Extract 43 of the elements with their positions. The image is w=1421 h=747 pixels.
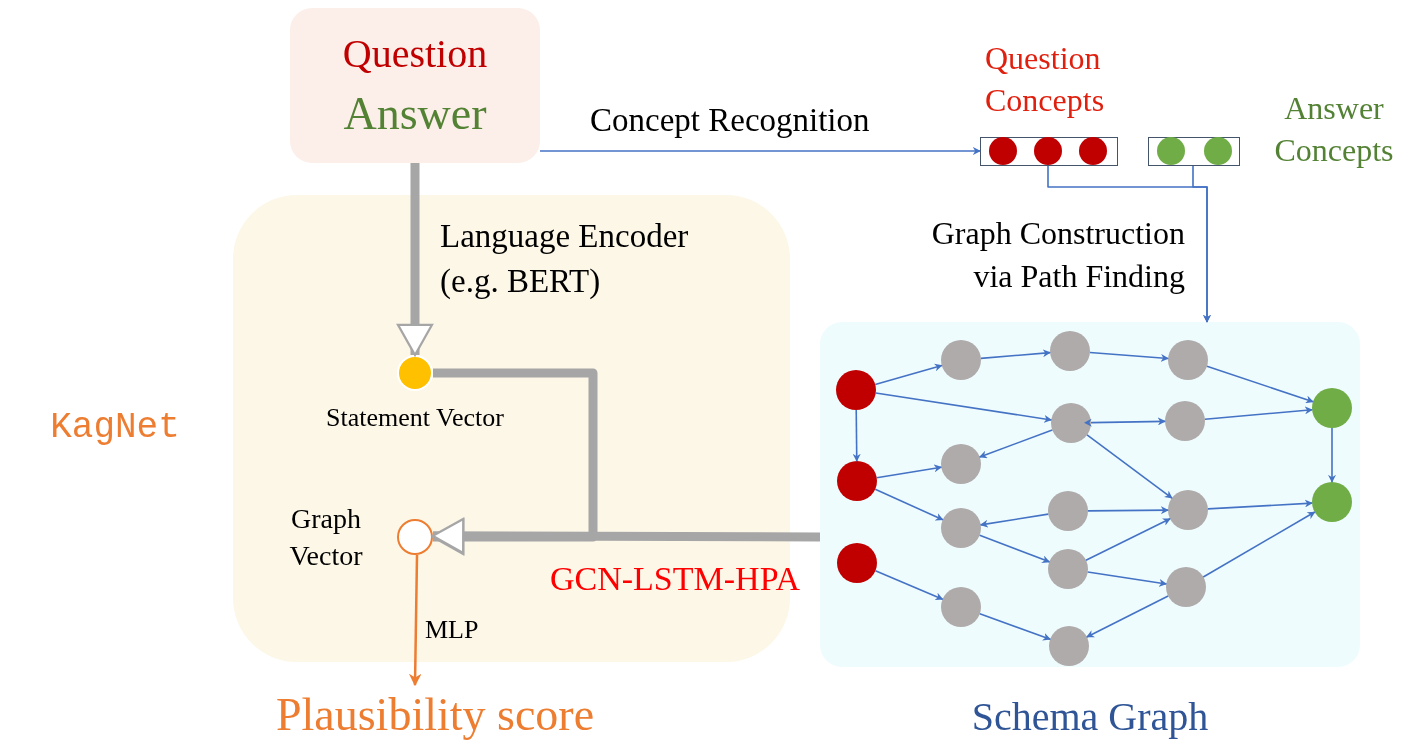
edge-label: MLP: [425, 614, 480, 646]
arrow: [852, 409, 861, 462]
node-label: Plausibility score: [275, 688, 595, 743]
arrow: [408, 554, 422, 687]
edge-label: Language Encoder (e.g. BERT): [440, 217, 690, 301]
arrow: [1089, 351, 1169, 362]
node-label: Schema Graph: [971, 693, 1209, 741]
arrow: [1087, 506, 1169, 515]
arrow: [978, 534, 1051, 563]
arrow: [1192, 165, 1211, 323]
arrow: [1328, 427, 1336, 483]
arrow: [980, 349, 1051, 360]
edge-label: Graph Construction via Path Finding: [930, 214, 1185, 297]
node-label: Graph Vector: [288, 502, 364, 573]
arrow: [1083, 417, 1166, 427]
arrow: [979, 513, 1050, 528]
arrow: [1206, 365, 1314, 404]
arrow: [1085, 518, 1171, 561]
edge-label: Concept Recognition: [590, 101, 871, 140]
arrow: [1207, 499, 1313, 510]
node-label: Question: [342, 29, 488, 78]
arrow: [875, 464, 943, 479]
arrow: [1086, 434, 1173, 499]
arrow: [979, 613, 1051, 641]
arrow: [539, 147, 981, 155]
arrow: [1204, 406, 1313, 421]
arrow: [1202, 511, 1316, 578]
arrow: [1086, 595, 1169, 638]
hollow-arrow: [431, 517, 820, 555]
node-label: Question Concepts: [985, 39, 1106, 120]
arrow: [874, 392, 1053, 423]
hollow-arrow: [431, 368, 598, 556]
arrow: [978, 429, 1054, 459]
node-label: Answer: [343, 86, 487, 141]
arrow: [874, 488, 944, 521]
arrow: [1086, 571, 1168, 587]
hollow-arrow: [396, 163, 434, 357]
arrow: [874, 570, 944, 601]
node-label: Statement Vector: [326, 402, 504, 435]
edge-label: GCN-LSTM-HPA: [549, 559, 800, 599]
model-name: KagNet: [50, 405, 180, 450]
node-label: Answer Concepts: [1273, 89, 1395, 170]
arrow: [874, 363, 943, 386]
